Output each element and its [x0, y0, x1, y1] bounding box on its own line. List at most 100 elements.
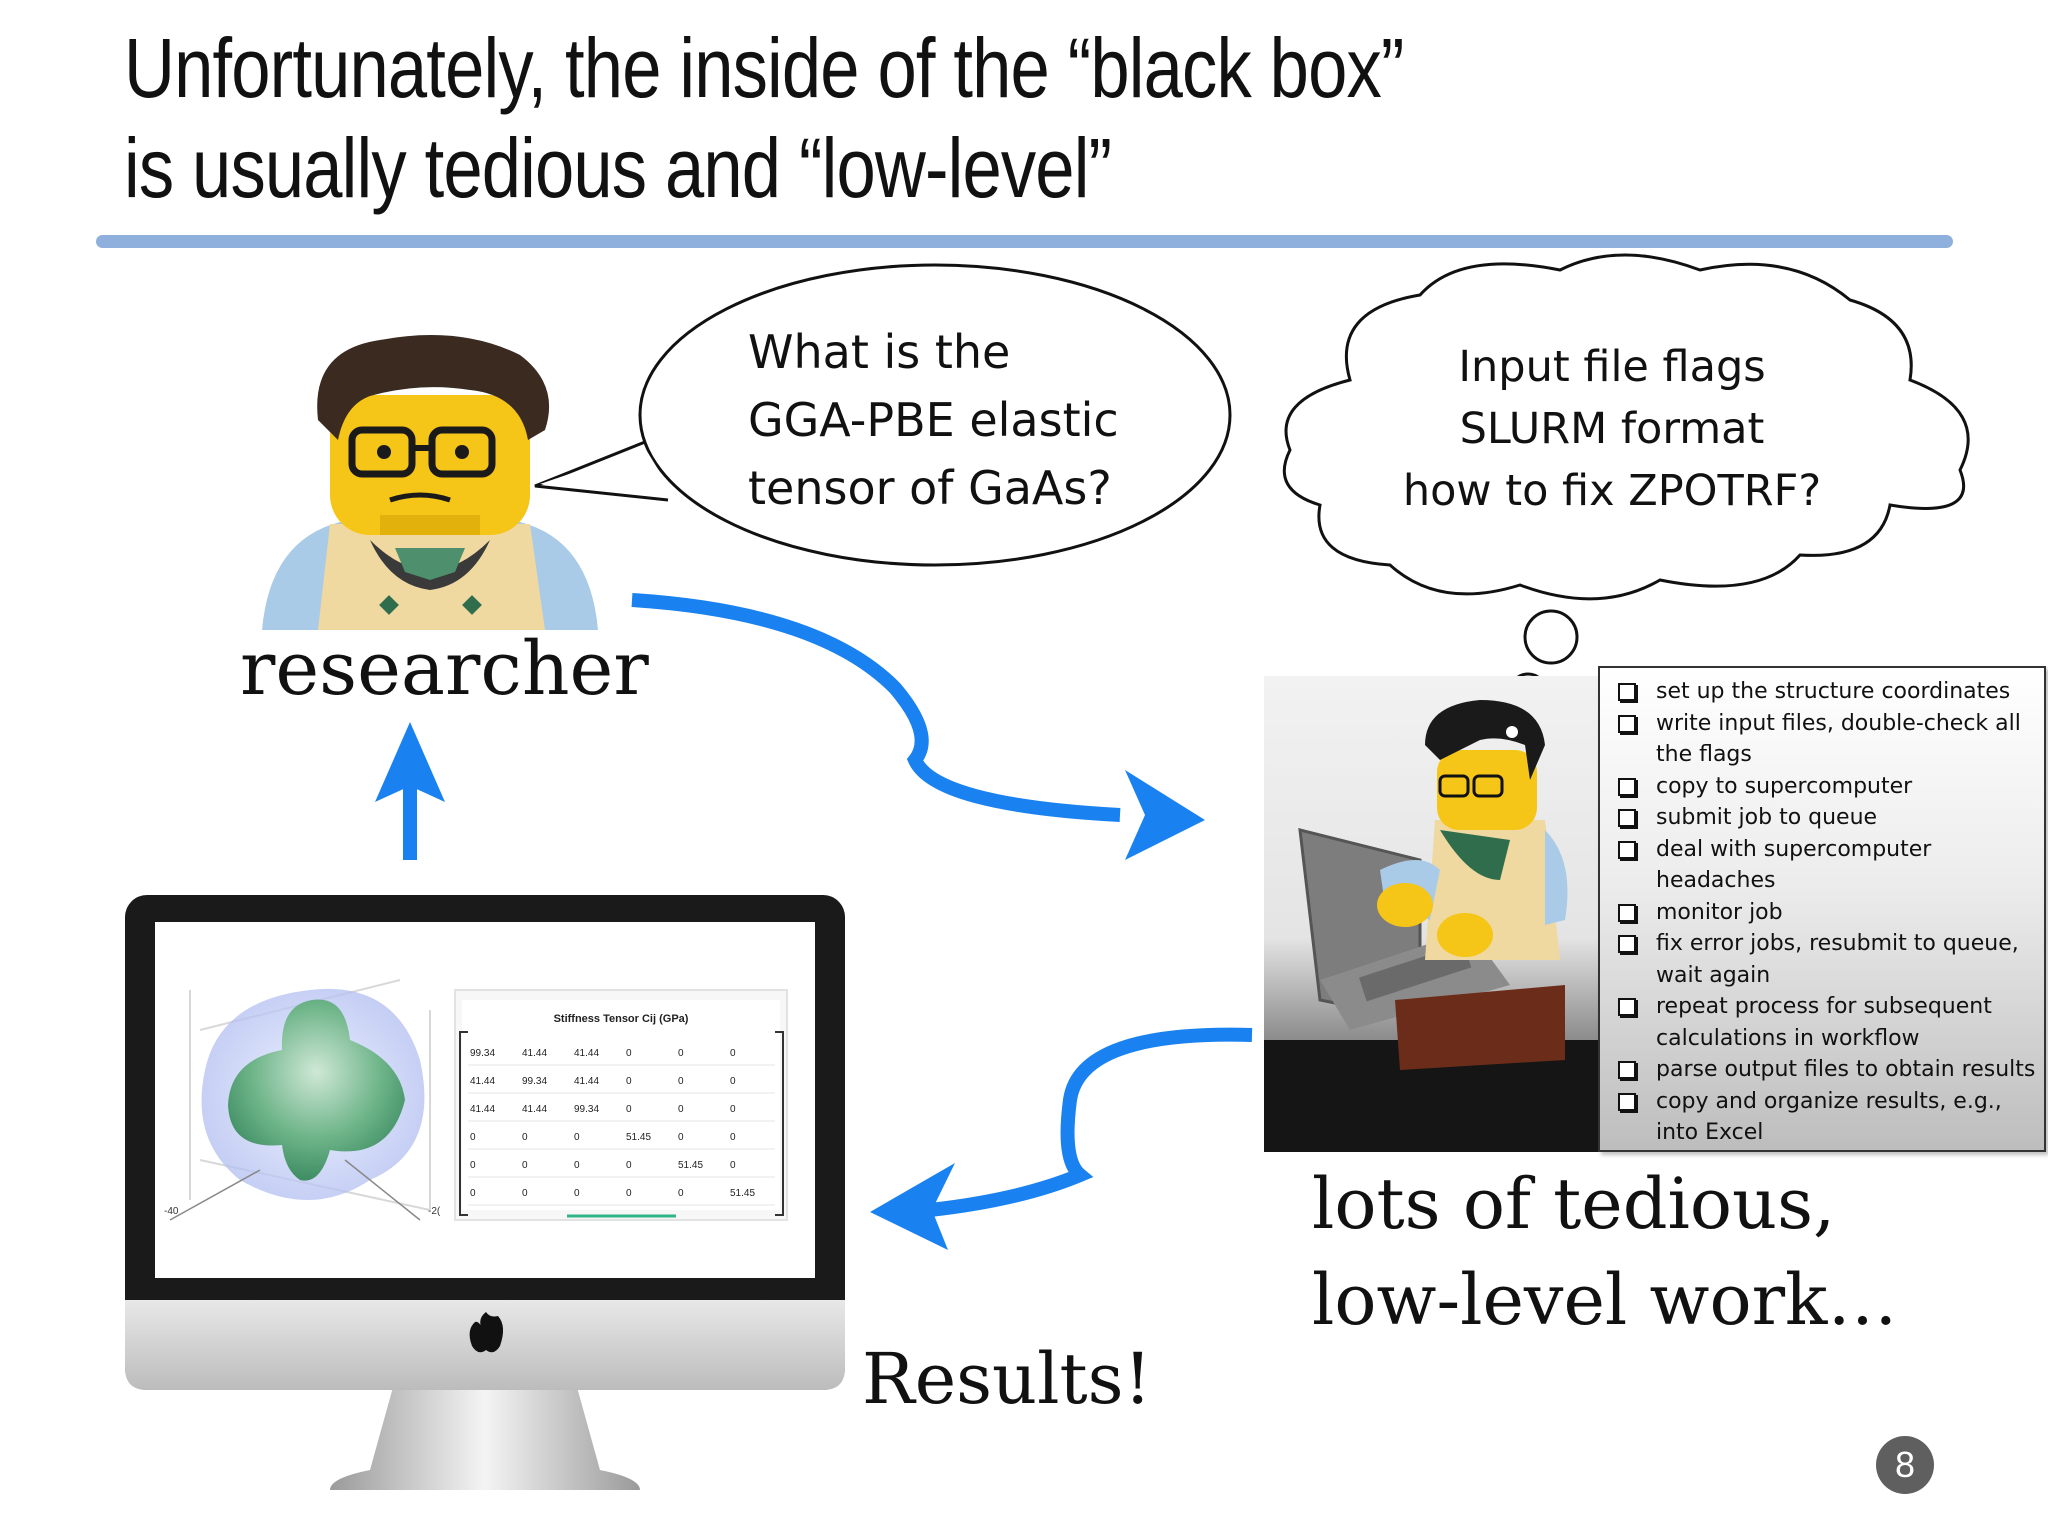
tensor-cell: 0 — [678, 1132, 684, 1143]
checklist-item-label: write input files, double-check all the … — [1656, 710, 2021, 768]
checkbox-icon — [1618, 903, 1636, 922]
tensor-cell: 0 — [730, 1160, 736, 1171]
stiffness-tensor-panel: Stiffness Tensor Cij (GPa) 99.34 41.44 41.… — [454, 989, 788, 1221]
tensor-cell: 0 — [626, 1188, 632, 1199]
tensor-cell: 0 — [626, 1076, 632, 1087]
checkbox-icon — [1618, 840, 1636, 859]
tensor-cell: 0 — [522, 1160, 528, 1171]
tensor-cell: 0 — [574, 1132, 580, 1143]
tensor-cell: 0 — [470, 1132, 476, 1143]
tensor-cell: 0 — [730, 1076, 736, 1087]
checkbox-icon — [1618, 935, 1636, 953]
slide-title-line2: is usually tedious and “low-level” — [124, 121, 1112, 215]
checklist-item: write input files, double-check all the … — [1618, 708, 2038, 771]
tensor-cell: 0 — [678, 1188, 684, 1199]
stiffness-tensor-title: Stiffness Tensor Cij (GPa) — [554, 1013, 689, 1025]
arrow-researcher-to-worker — [631, 593, 1121, 822]
worker-caption-line2: low-level work… — [1312, 1259, 1898, 1341]
thought-line: how to fix ZPOTRF? — [1402, 466, 1822, 516]
checklist-item-label: parse output files to obtain results — [1656, 1057, 2036, 1082]
tensor-cell: 0 — [730, 1104, 736, 1115]
checklist-item-label: deal with supercomputer headaches — [1656, 836, 1932, 894]
tensor-cell: 0 — [470, 1188, 476, 1199]
task-checklist: set up the structure coordinates write i… — [1598, 666, 2046, 1152]
checklist-item: repeat process for subsequent calculatio… — [1618, 991, 2038, 1054]
tensor-cell: 0 — [626, 1104, 632, 1115]
checklist-item-label: repeat process for subsequent calculatio… — [1656, 994, 1992, 1051]
arrowhead-left — [870, 1163, 955, 1250]
checklist-item: parse output files to obtain results — [1618, 1054, 2038, 1086]
tensor-cell: 0 — [470, 1160, 476, 1171]
thought-line: Input file flags — [1458, 342, 1766, 392]
thought-text: Input file flags SLURM format how to fix… — [1332, 336, 1892, 522]
checklist-item: copy to supercomputer — [1618, 771, 2038, 803]
thought-line: SLURM format — [1459, 404, 1765, 454]
checklist-item: copy and organize results, e.g., into Ex… — [1618, 1086, 2038, 1149]
speech-text: What is the GGA-PBE elastic tensor of Ga… — [748, 318, 1119, 522]
checklist-item-label: fix error jobs, resubmit to queue, wait … — [1656, 931, 2019, 988]
tensor-cell: 41.44 — [522, 1104, 547, 1115]
researcher-minifigure — [262, 335, 598, 630]
speech-line: tensor of GaAs? — [748, 461, 1112, 515]
plot-axis-left: -40 — [164, 1206, 179, 1217]
checklist-item: set up the structure coordinates — [1618, 676, 2038, 708]
speech-bubble — [534, 263, 1232, 567]
tensor-cell: 99.34 — [470, 1048, 495, 1059]
title-divider — [96, 235, 1953, 248]
tensor-cell: 0 — [574, 1188, 580, 1199]
checkbox-icon — [1618, 777, 1636, 796]
arrow-worker-to-results — [929, 1027, 1253, 1217]
tensor-cell: 41.44 — [522, 1048, 547, 1059]
tensor-cell: 0 — [574, 1160, 580, 1171]
worker-caption: lots of tedious, low-level work… — [1312, 1156, 1897, 1348]
tensor-cell: 41.44 — [470, 1104, 495, 1115]
researcher-label: researcher — [240, 626, 649, 712]
tensor-cell: 51.45 — [730, 1188, 755, 1199]
plot-axis-right: -2( — [428, 1206, 441, 1217]
tensor-cell: 0 — [626, 1160, 632, 1171]
checklist-item: submit job to queue — [1618, 802, 2038, 834]
checklist-item: monitor job — [1618, 897, 2038, 929]
checklist-item: deal with supercomputer headaches — [1618, 834, 2038, 897]
checkbox-icon — [1618, 998, 1636, 1016]
tensor-cell: 41.44 — [574, 1076, 599, 1087]
slide-title: Unfortunately, the inside of the “black … — [124, 18, 1404, 218]
thought-bubble — [1282, 253, 1970, 712]
worker-photo — [1264, 676, 1598, 1152]
stiffness-tensor-grid: 99.34 41.44 41.44 0 0 0 41.44 99.34 41.44 0 0 0 41.4… — [468, 1048, 775, 1206]
tensor-cell: 0 — [678, 1104, 684, 1115]
checklist-item-label: set up the structure coordinates — [1656, 679, 2011, 704]
page-number-badge: 8 — [1876, 1436, 1934, 1494]
checklist-item-label: monitor job — [1656, 899, 1783, 925]
speech-line: GGA-PBE elastic — [748, 393, 1119, 447]
tensor-cell: 0 — [522, 1188, 528, 1199]
slide-title-line1: Unfortunately, the inside of the “black … — [124, 21, 1404, 115]
imac-computer: -40 -2( Stiffness Tensor Cij (GPa) 99.34… — [125, 895, 845, 1490]
checkbox-icon — [1618, 714, 1636, 733]
tensor-cell: 0 — [678, 1048, 684, 1059]
checkbox-icon — [1618, 1092, 1636, 1111]
tensor-cell: 41.44 — [574, 1048, 599, 1059]
checklist-item-label: copy to supercomputer — [1656, 773, 1913, 799]
tensor-cell: 51.45 — [678, 1160, 703, 1171]
worker-caption-line1: lots of tedious, — [1312, 1163, 1836, 1245]
flow-arrows — [375, 593, 1253, 1250]
checklist-item-label: submit job to queue — [1656, 805, 1878, 830]
tensor-cell: 0 — [730, 1132, 736, 1143]
checkbox-icon — [1618, 1061, 1636, 1079]
checkbox-icon — [1618, 683, 1636, 701]
checklist-item: fix error jobs, resubmit to queue, wait … — [1618, 928, 2038, 991]
checklist-item-label: copy and organize results, e.g., into Ex… — [1656, 1088, 2002, 1146]
checkbox-icon — [1618, 809, 1636, 827]
speech-line: What is the — [748, 325, 1011, 379]
tensor-cell: 0 — [626, 1048, 632, 1059]
tensor-cell: 0 — [730, 1048, 736, 1059]
tensor-cell: 41.44 — [470, 1076, 495, 1087]
tensor-cell: 0 — [522, 1132, 528, 1143]
tensor-cell: 99.34 — [522, 1076, 547, 1087]
arrowhead-up — [375, 722, 445, 802]
arrowhead-right — [1125, 770, 1205, 860]
tensor-cell: 51.45 — [626, 1132, 651, 1143]
tensor-cell: 99.34 — [574, 1104, 599, 1115]
